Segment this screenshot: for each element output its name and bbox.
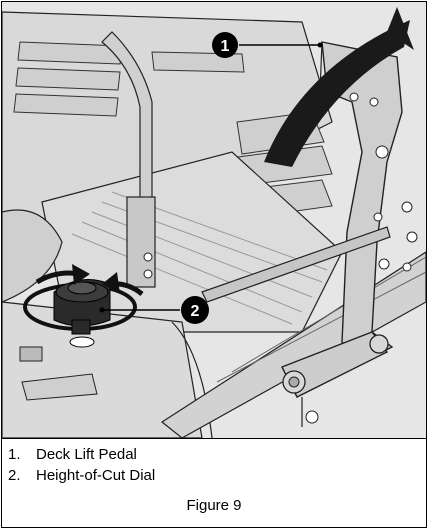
legend-item-number: 1. [8, 446, 21, 463]
callout-1-number: 1 [221, 38, 230, 55]
legend-item: 1. Deck Lift Pedal [8, 444, 155, 465]
callout-2: 2 [181, 296, 209, 324]
legend-item-label: Height-of-Cut Dial [36, 467, 156, 484]
figure-caption: Figure 9 [186, 497, 242, 514]
callout-2-number: 2 [191, 303, 200, 320]
legend-item-label: Deck Lift Pedal [36, 446, 137, 463]
height-of-cut-dial-drawing [23, 279, 137, 348]
legend-item: 2. Height-of-Cut Dial [8, 465, 155, 486]
figure-legend: 1. Deck Lift Pedal 2. Height-of-Cut Dial [8, 444, 155, 486]
mower-line-drawing: 1 2 [2, 2, 426, 438]
mower-illustration: 1 2 [2, 2, 426, 439]
callout-1: 1 [212, 32, 238, 58]
legend-item-number: 2. [8, 467, 21, 484]
